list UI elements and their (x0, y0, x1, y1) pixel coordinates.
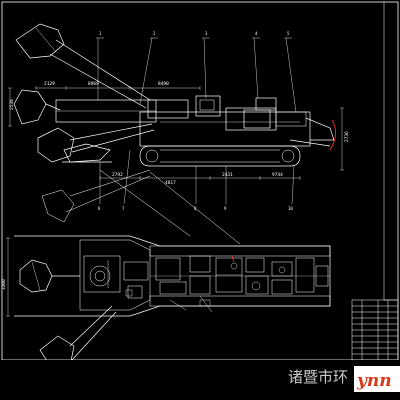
callout-7: 7 (122, 206, 125, 211)
cutting-head-upper (15, 23, 65, 59)
dim-top-1: 2129 (44, 81, 55, 87)
plan-track-right (149, 295, 331, 307)
rear-accent-mark (329, 119, 336, 151)
rear-cabinet (255, 97, 277, 111)
callout-4: 4 (255, 31, 258, 36)
crawler-track (139, 145, 301, 167)
dim-top-3: 8490 (158, 81, 169, 87)
dim-bottom-1: 2792 (112, 172, 123, 178)
watermark-brand-logo: ynn (356, 371, 392, 391)
callout-1: 1 (99, 31, 102, 36)
callout-9: 9 (224, 206, 227, 211)
cutting-head-swung (41, 189, 75, 223)
plan-cutting-head-front (19, 259, 53, 293)
swing-guide-lines (41, 169, 241, 245)
callout-3: 3 (205, 31, 208, 36)
dim-top-2: 8969 (88, 81, 99, 87)
dim-bottom-4: 9744 (272, 172, 283, 178)
boom-raised-upper (55, 39, 151, 101)
turret (147, 99, 189, 119)
track-rollers (145, 149, 295, 163)
dim-plan-width: 3300 (1, 279, 7, 290)
watermark-band (0, 360, 400, 400)
callout-6: 6 (98, 206, 101, 211)
cutting-head-lowered (37, 127, 75, 163)
rear-conveyor (305, 117, 335, 141)
callout-10: 10 (288, 206, 293, 211)
operator-cab (195, 95, 221, 117)
watermark: 诸暨市环 ynn (0, 360, 400, 400)
plan-track-left (149, 245, 331, 257)
dim-left-height: 2538 (9, 99, 15, 110)
title-block (351, 299, 399, 361)
side-dimension-lines (8, 86, 344, 180)
dim-bottom-3: 2431 (222, 172, 233, 178)
side-elevation-view (13, 23, 335, 167)
plan-view (6, 235, 331, 373)
side-dimension-labels: 2538 2129 8969 8490 2736 2792 4817 2431 … (9, 81, 350, 186)
dim-bottom-2: 4817 (165, 180, 176, 186)
loading-apron (63, 143, 111, 163)
boom-lowered (69, 123, 153, 141)
plan-accent-mark (231, 255, 235, 263)
watermark-logo-box (354, 366, 400, 392)
callout-5: 5 (287, 31, 290, 36)
dim-right-height: 2736 (344, 131, 350, 142)
callout-2: 2 (153, 31, 156, 36)
watermark-chinese-text: 诸暨市环 (288, 368, 348, 386)
leader-lines (96, 37, 297, 205)
